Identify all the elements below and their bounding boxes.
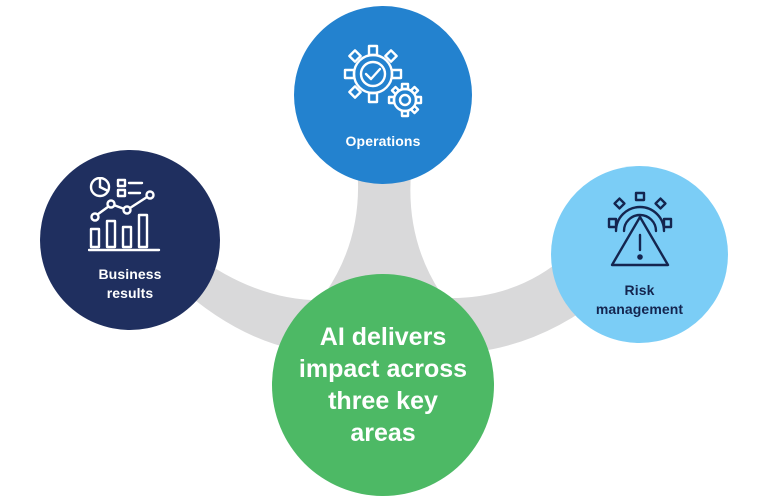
operations-node: Operations bbox=[294, 6, 472, 184]
risk-management-node: Risk management bbox=[551, 166, 728, 343]
center-title: AI delivers impact across three key area… bbox=[289, 321, 477, 449]
risk-management-label: Risk management bbox=[596, 281, 683, 319]
business-label-line1: Business bbox=[98, 266, 162, 282]
operations-label: Operations bbox=[345, 132, 421, 149]
risk-label-line2: management bbox=[595, 300, 684, 317]
chart-dashboard-icon bbox=[88, 177, 161, 252]
business-results-label: Business results bbox=[98, 265, 161, 303]
center-title-line2: impact across bbox=[298, 355, 468, 383]
gears-check-icon bbox=[343, 44, 423, 117]
center-title-line1: AI delivers bbox=[319, 323, 447, 351]
center-title-line3: three key bbox=[328, 387, 438, 415]
connector-operations bbox=[326, 150, 440, 292]
center-node: AI delivers impact across three key area… bbox=[272, 274, 494, 496]
business-results-node: Business results bbox=[40, 150, 220, 330]
warning-gear-icon bbox=[607, 191, 672, 266]
center-title-line4: areas bbox=[350, 419, 416, 447]
risk-label-line1: Risk bbox=[624, 281, 655, 298]
business-label-line2: results bbox=[106, 285, 154, 301]
